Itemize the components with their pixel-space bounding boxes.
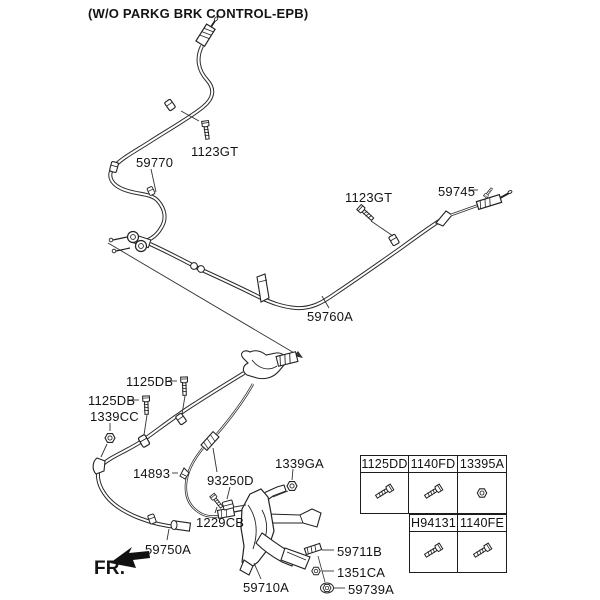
- part-label-93250d: 93250D: [207, 473, 254, 488]
- cable-93250d: [184, 383, 255, 519]
- cable-hook-bracket: [92, 457, 106, 475]
- bolt-1125db: [142, 395, 151, 415]
- pedal-assembly: [239, 484, 322, 576]
- part-label-1125db-2: 1125DB: [88, 393, 136, 408]
- bolt-1125db: [180, 376, 189, 396]
- nut-59739a: [320, 582, 334, 594]
- part-label-59770: 59770: [136, 155, 174, 170]
- cable-59760a: [149, 190, 513, 311]
- section-divider-line: [107, 242, 303, 358]
- fastener-code: 1140FD: [409, 455, 458, 473]
- fastener-code: 1140FE: [458, 514, 507, 532]
- bolt-icon: [422, 483, 443, 500]
- cable-59770: [108, 15, 219, 244]
- part-label-59750a: 59750A: [145, 542, 192, 557]
- part-label-14893: 14893: [133, 466, 171, 481]
- fastener-table: 1125DD 1140FD 13395A H94131: [360, 455, 507, 573]
- cable-equalizer: [108, 230, 152, 254]
- part-label-1351ca: 1351CA: [337, 565, 386, 580]
- clip-14893: [179, 467, 190, 480]
- cable-ferrule: [200, 430, 220, 452]
- pin-59711b: [303, 542, 323, 556]
- fr-direction-arrow-icon: [110, 547, 150, 568]
- part-label-59745: 59745: [438, 184, 476, 199]
- fastener-table-icon-row-1: [360, 473, 507, 514]
- part-label-59710a: 59710A: [243, 580, 290, 595]
- part-label-59711b: 59711B: [337, 544, 383, 559]
- cable-hanger-bracket: [256, 273, 270, 303]
- nut-1351ca: [311, 566, 321, 576]
- equalizer-bracket: [241, 350, 299, 380]
- cable-clamp: [387, 233, 401, 247]
- bolt-icon: [471, 542, 492, 559]
- part-label-1339ga: 1339GA: [275, 456, 324, 471]
- fastener-table-header-row-1: 1125DD 1140FD 13395A: [360, 455, 507, 473]
- fastener-code: 1125DD: [360, 455, 409, 473]
- nut-1339ga: [286, 481, 298, 491]
- bolt-icon: [423, 542, 444, 559]
- bolt-1123gt: [356, 203, 376, 223]
- cable-end-connector: [170, 520, 192, 532]
- bolt-1123gt: [201, 120, 212, 141]
- part-label-1125db-1: 1125DB: [126, 374, 174, 389]
- fastener-code: 13395A: [458, 455, 507, 473]
- bolt-icon: [374, 483, 395, 500]
- part-label-59739a: 59739A: [348, 582, 395, 597]
- cable-clamp: [108, 160, 120, 174]
- fastener-table-icon-row-2: [409, 532, 507, 573]
- part-label-1339cc: 1339CC: [90, 409, 139, 424]
- cable-attachment-clip: [275, 351, 299, 367]
- part-label-1123gt-top: 1123GT: [191, 144, 239, 159]
- diagram-title: (W/O PARKG BRK CONTROL-EPB): [88, 6, 309, 21]
- nut-1339cc: [104, 433, 116, 443]
- nut-icon: [476, 487, 487, 498]
- cable-clamp: [163, 98, 177, 112]
- leader-lines: [100, 110, 478, 589]
- cable-59750a: [92, 371, 246, 532]
- cable-end-ferrule: [475, 190, 513, 211]
- fr-direction-label: FR.: [94, 558, 126, 579]
- part-label-1123gt-right: 1123GT: [345, 190, 393, 205]
- fastener-code: H94131: [409, 514, 458, 532]
- part-label-59760a: 59760A: [307, 309, 354, 324]
- cable-fork-end: [435, 210, 453, 227]
- cable-end-fitting: [195, 15, 219, 48]
- cable-ring-clip: [190, 262, 205, 273]
- bolt-1229cb: [209, 492, 225, 510]
- part-label-1229cb: 1229CB: [196, 515, 245, 530]
- fastener-table-header-row-2: H94131 1140FE: [409, 514, 507, 532]
